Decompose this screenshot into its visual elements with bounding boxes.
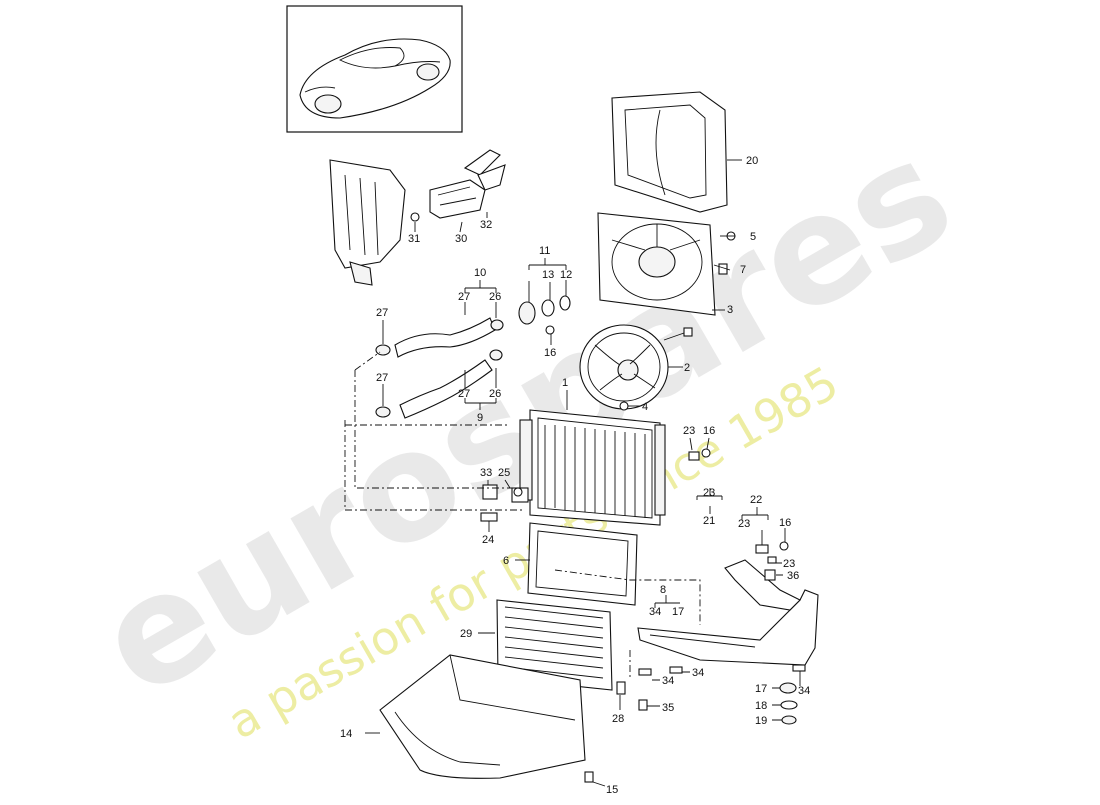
- fan-shroud: [611, 91, 728, 213]
- callout-16-thermostat: 16: [544, 347, 556, 359]
- fasteners: [480, 231, 806, 783]
- callout-4: 4: [642, 401, 648, 413]
- callout-1: 1: [562, 377, 568, 389]
- callout-13: 13: [542, 269, 554, 281]
- callout-33: 33: [480, 467, 492, 479]
- thermostat-parts: [518, 295, 571, 335]
- callout-34-mid: 34: [692, 667, 704, 679]
- callout-29: 29: [460, 628, 472, 640]
- callout-18: 18: [755, 700, 767, 712]
- callout-35: 35: [662, 702, 674, 714]
- callout-26-upper: 26: [489, 291, 501, 303]
- callout-22: 22: [750, 494, 762, 506]
- callout-15: 15: [606, 784, 618, 796]
- callout-16-bracket: 16: [779, 517, 791, 529]
- callout-7: 7: [740, 264, 746, 276]
- callout-30: 30: [455, 233, 467, 245]
- callout-2: 2: [684, 362, 690, 374]
- callout-8: 8: [660, 584, 666, 596]
- callout-16-right: 16: [703, 425, 715, 437]
- callout-27-left-upper: 27: [376, 307, 388, 319]
- callout-10: 10: [474, 267, 486, 279]
- callout-36: 36: [787, 570, 799, 582]
- leader-lines: [365, 159, 801, 787]
- callout-31: 31: [408, 233, 420, 245]
- mounting-bracket: [637, 559, 819, 666]
- callout-11: 11: [539, 245, 550, 257]
- coolant-hoses: [375, 317, 504, 419]
- callout-34-right: 34: [798, 685, 810, 697]
- car-thumbnail: [286, 5, 463, 133]
- callout-23-right: 23: [683, 425, 695, 437]
- callout-23-group22: 23: [738, 518, 750, 530]
- callout-25: 25: [498, 467, 510, 479]
- fan-cover: [597, 212, 716, 316]
- callout-24: 24: [482, 534, 494, 546]
- callout-21: 21: [703, 515, 715, 527]
- intercooler: [496, 599, 613, 691]
- connection-lines: [344, 351, 701, 680]
- callout-19: 19: [755, 715, 767, 727]
- lower-air-duct: [379, 654, 586, 779]
- callout-23-bracket: 23: [783, 558, 795, 570]
- callout-23-group21: 23: [703, 487, 715, 499]
- callout-12: 12: [560, 269, 572, 281]
- air-duct-assembly: [329, 149, 506, 286]
- radiator: [511, 409, 666, 526]
- callout-17-group8: 17: [672, 606, 684, 618]
- callout-28: 28: [612, 713, 624, 725]
- callout-27-left-lower: 27: [376, 372, 388, 384]
- callout-32: 32: [480, 219, 492, 231]
- callout-34-group8: 34: [649, 606, 661, 618]
- callout-labels: 20 5 7 3 2 4 1 31 30 32 11 13 12 16 10 2…: [340, 155, 810, 796]
- callout-6: 6: [503, 555, 509, 567]
- callout-27-lower: 27: [458, 388, 470, 400]
- callout-3: 3: [727, 304, 733, 316]
- condenser: [527, 522, 638, 606]
- callout-14: 14: [340, 728, 352, 740]
- callout-26-lower: 26: [489, 388, 501, 400]
- callout-27-upper: 27: [458, 291, 470, 303]
- callout-34-left: 34: [662, 675, 674, 687]
- callout-9: 9: [477, 412, 483, 424]
- callout-17-lower: 17: [755, 683, 767, 695]
- callout-5: 5: [750, 231, 756, 243]
- callout-20: 20: [746, 155, 758, 167]
